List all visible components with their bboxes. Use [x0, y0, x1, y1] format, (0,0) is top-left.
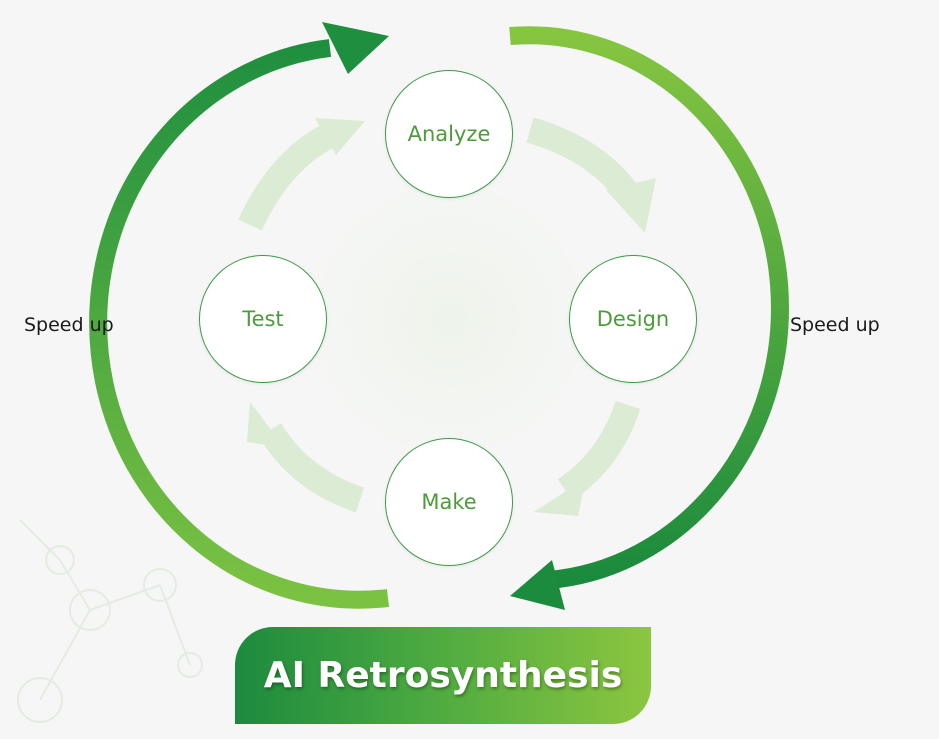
- inner-arrowhead-test: [247, 402, 285, 448]
- inner-arrowhead-analyze: [315, 118, 365, 155]
- outer-arrow-left: [89, 39, 390, 609]
- speed-up-label-left: Speed up: [24, 314, 114, 336]
- node-make: Make: [385, 438, 513, 566]
- outer-arrow-right: [509, 26, 789, 589]
- node-design-label: Design: [596, 307, 670, 331]
- inner-arrow-test-analyze: [238, 123, 337, 231]
- inner-arrow-design-make: [557, 400, 641, 501]
- outer-arrowhead-left: [322, 22, 389, 74]
- ai-retrosynthesis-banner: AI Retrosynthesis: [235, 627, 651, 724]
- inner-arrowhead-make: [534, 478, 586, 516]
- node-test-label: Test: [242, 307, 284, 331]
- node-analyze: Analyze: [385, 70, 513, 198]
- inner-arrowhead-design: [606, 178, 656, 233]
- banner-title: AI Retrosynthesis: [263, 655, 623, 696]
- molecule-decoration: [17, 519, 203, 723]
- node-test: Test: [199, 255, 327, 383]
- node-analyze-label: Analyze: [407, 122, 491, 146]
- outer-arrowhead-right: [510, 560, 565, 610]
- background-glow: [300, 170, 600, 470]
- node-make-label: Make: [421, 490, 477, 514]
- node-design: Design: [569, 255, 697, 383]
- speed-up-label-right: Speed up: [790, 314, 880, 336]
- inner-arrow-make-test: [258, 423, 365, 513]
